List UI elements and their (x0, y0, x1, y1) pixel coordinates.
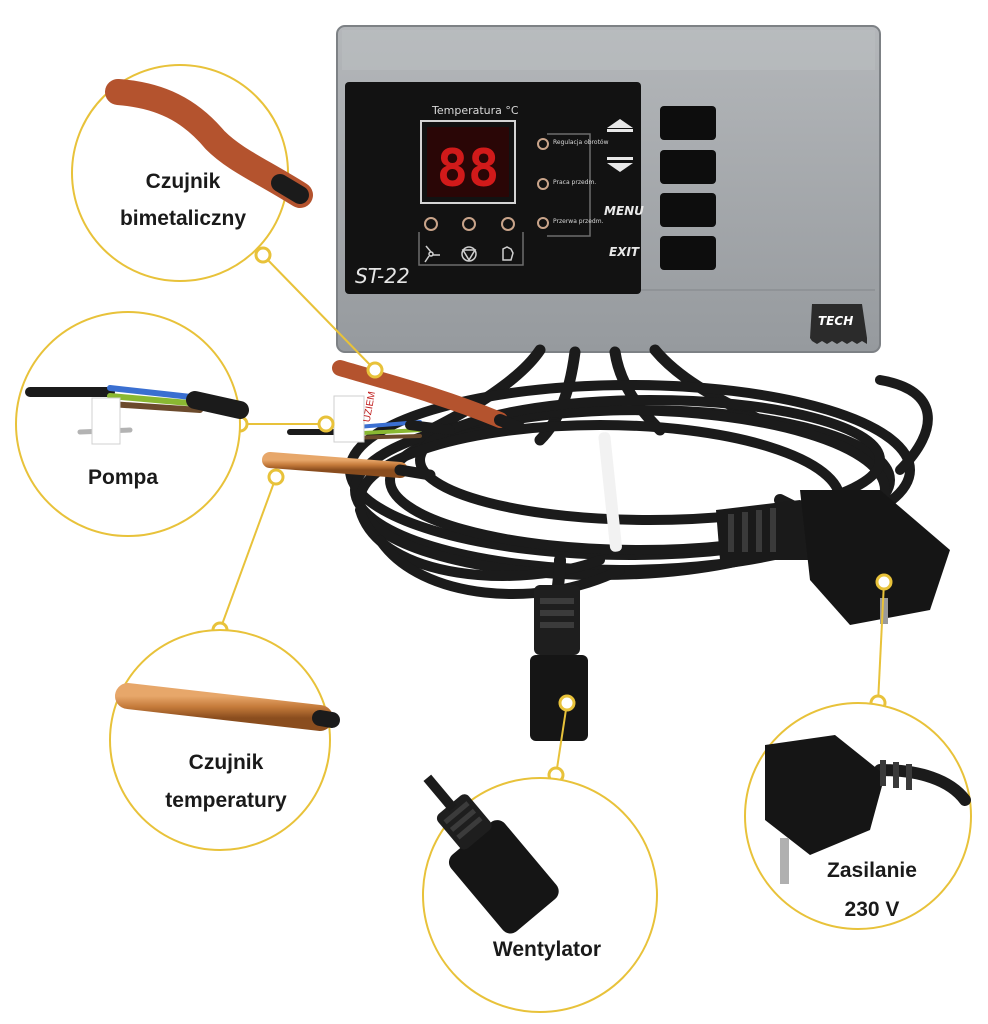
fan-symbol-icon (424, 245, 440, 263)
temperature-sensor-lead (262, 452, 436, 481)
status-indicators (424, 138, 549, 231)
cable-tie (598, 432, 622, 552)
callout-dots (211, 246, 893, 784)
menu-label: MENU (604, 204, 644, 218)
pump-symbol-icon (461, 246, 477, 262)
callout-fan-label: Wentylator (493, 938, 601, 961)
cable-bundle (345, 344, 933, 626)
exit-button[interactable] (660, 236, 716, 270)
bimetal-sensor (332, 360, 526, 434)
callout-fan: Wentylator (422, 774, 658, 1013)
cable-tag-text: UZIEM (362, 391, 378, 424)
exit-label: EXIT (609, 245, 640, 259)
callout-pump: Pompa (15, 311, 249, 537)
up-button[interactable] (660, 106, 716, 140)
callout-temperature-sensor: Czujnik temperatury (109, 629, 340, 851)
callout-bimetal-sensor: Czujnik bimetaliczny (71, 64, 313, 282)
callout-temp-line2: temperatury (165, 789, 287, 812)
callout-power-line2: 230 V (845, 898, 900, 921)
status-label-pause: Przerwa przedm. (553, 218, 604, 225)
hand-symbol-icon (502, 246, 514, 261)
arrow-down-icon (607, 157, 633, 172)
power-plug (716, 490, 950, 625)
display-title: Temperatura °C (431, 104, 519, 117)
pump-leads (287, 420, 455, 440)
callout-power: Zasilanie 230 V (744, 702, 972, 930)
led-display: 88 (437, 139, 500, 199)
status-label-work: Praca przedm. (553, 179, 596, 186)
menu-button[interactable] (660, 193, 716, 227)
arrow-up-icon (607, 119, 633, 132)
callout-connectors (219, 254, 885, 776)
model-label: ST-22 (355, 264, 410, 288)
callout-bimetal-line1: Czujnik (146, 170, 221, 193)
callout-power-line1: Zasilanie (827, 859, 917, 882)
cable-tag: UZIEM (333, 391, 378, 443)
status-label-regulation: Regulacja obrotów (553, 139, 609, 146)
down-button[interactable] (660, 150, 716, 184)
led-frame (420, 120, 516, 204)
callout-pump-label: Pompa (88, 466, 158, 489)
callout-temp-line1: Czujnik (189, 751, 264, 774)
fan-connector (530, 585, 588, 741)
brand-name: TECH (818, 314, 853, 328)
callout-bimetal-line2: bimetaliczny (120, 207, 246, 230)
controller-unit: Temperatura °C 88 Regulacja obrotów Prac… (336, 25, 881, 353)
brand-logo: TECH (810, 304, 867, 344)
